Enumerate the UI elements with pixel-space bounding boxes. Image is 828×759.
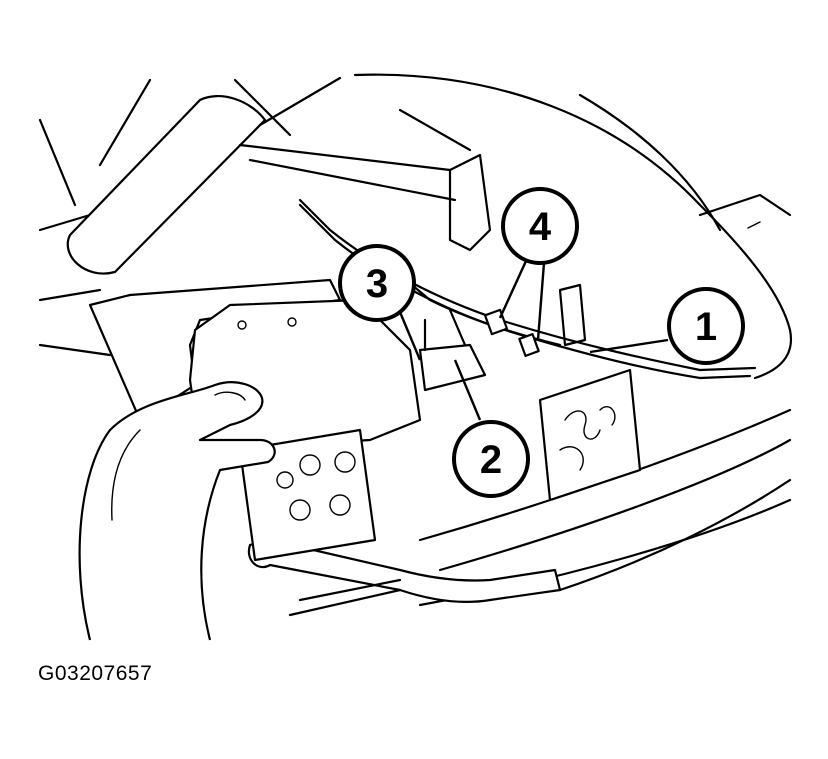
figure-code: G03207657 (38, 662, 153, 685)
hand-illustration (78, 381, 276, 641)
callout-2-label: 2 (480, 438, 502, 482)
callout-1: 1 (667, 287, 745, 365)
callout-1-label: 1 (695, 305, 717, 349)
callout-3: 3 (338, 244, 416, 322)
callout-2: 2 (452, 420, 530, 498)
callout-4-label: 4 (529, 205, 552, 249)
vehicle-underbody (38, 73, 793, 617)
callout-3-label: 3 (366, 262, 388, 306)
callout-4: 4 (501, 187, 579, 265)
